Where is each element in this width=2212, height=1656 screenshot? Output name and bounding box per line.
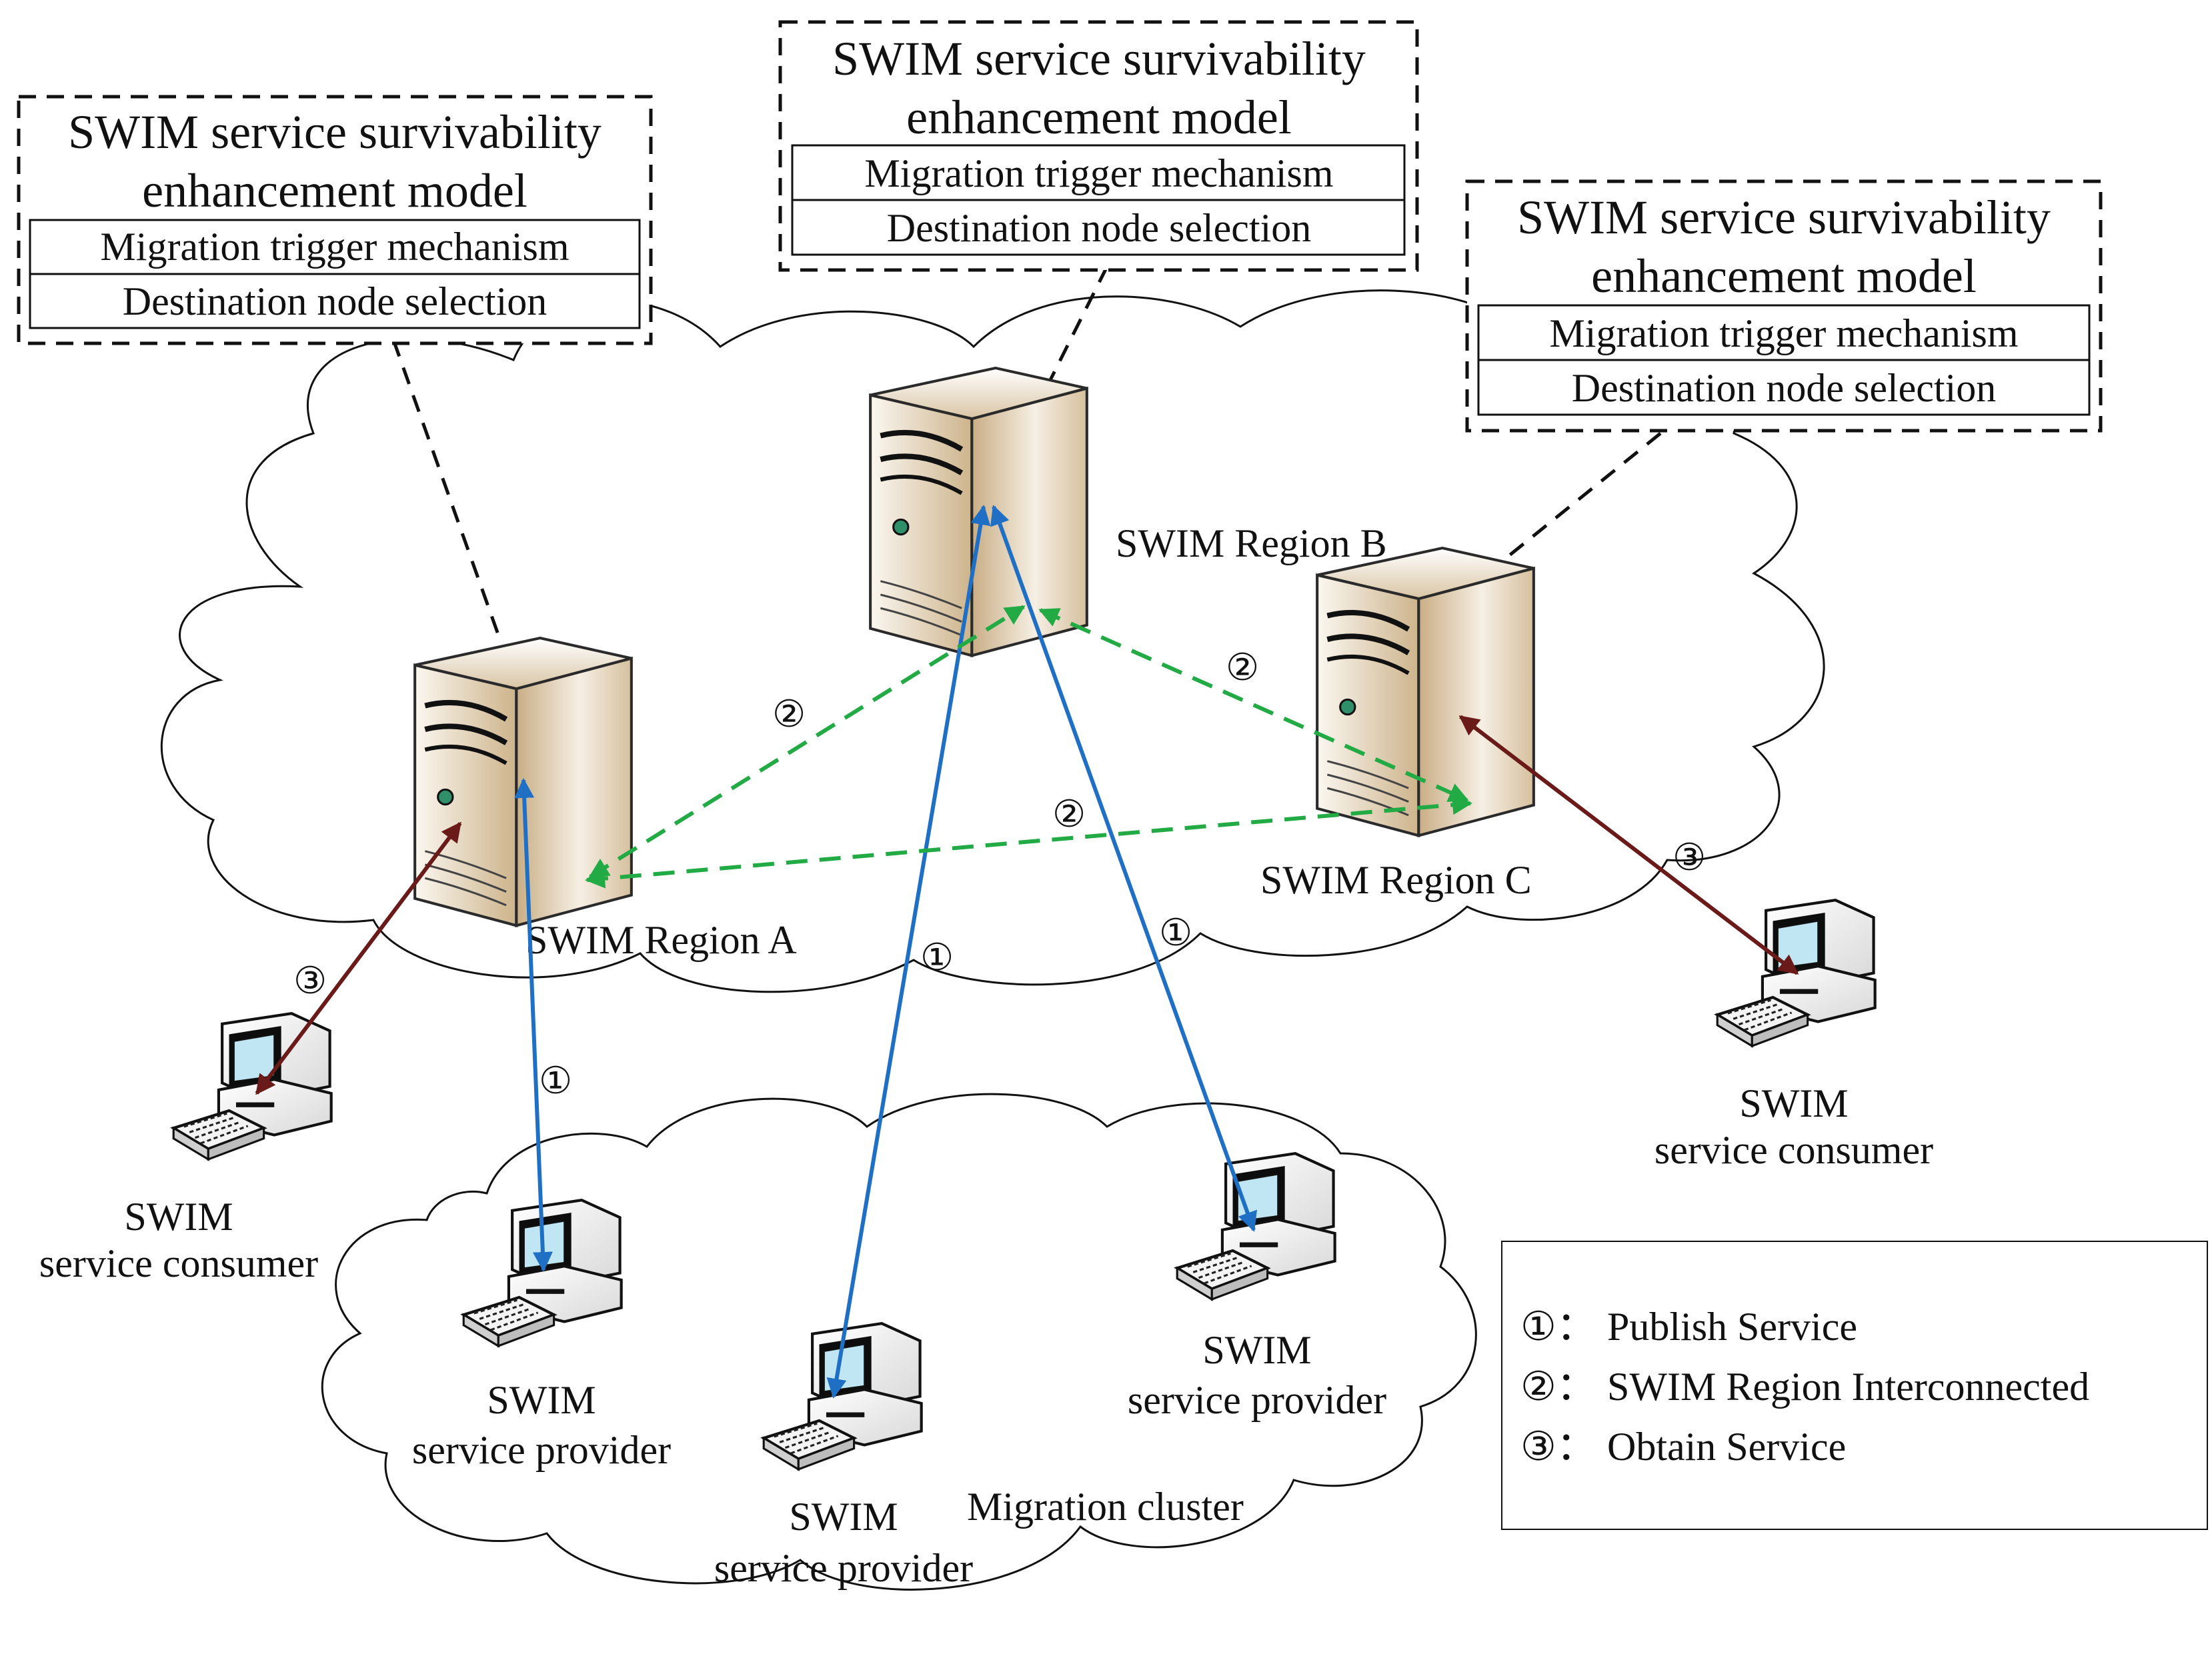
model-box-row-migration-trigger: Migration trigger mechanism bbox=[100, 225, 569, 269]
consumer-right-label-line2: service consumer bbox=[1654, 1128, 1933, 1172]
provider-center-label-line1: SWIM bbox=[789, 1495, 898, 1539]
interconnect-arrow-b-c bbox=[1038, 608, 1469, 802]
marker-publish-left: ① bbox=[539, 1061, 572, 1102]
legend: ①： Publish Service ②： SWIM Region Interc… bbox=[1501, 1241, 2208, 1530]
consumer-left-label-line2: service consumer bbox=[39, 1241, 318, 1285]
legend-text-obtain: Obtain Service bbox=[1607, 1425, 1846, 1469]
model-box-row-migration-trigger: Migration trigger mechanism bbox=[1549, 311, 2018, 355]
model-box-b: SWIM service survivability enhancement m… bbox=[778, 20, 1419, 272]
marker-interconnect-ab: ② bbox=[772, 694, 806, 735]
legend-text-publish: Publish Service bbox=[1607, 1305, 1857, 1349]
publish-arrow-provider-left-to-region-a bbox=[514, 778, 553, 1272]
model-box-row-destination-node: Destination node selection bbox=[887, 206, 1312, 250]
migration-cluster-label: Migration cluster bbox=[967, 1485, 1244, 1529]
legend-text-interconnect: SWIM Region Interconnected bbox=[1607, 1365, 2089, 1409]
interconnect-arrow-a-b bbox=[588, 605, 1026, 879]
consumer-left-computer-icon bbox=[173, 1013, 331, 1159]
marker-publish-right: ① bbox=[1159, 913, 1192, 954]
provider-center-label-line2: service provider bbox=[714, 1546, 973, 1590]
legend-symbol-interconnect: ②： bbox=[1520, 1365, 1596, 1409]
marker-obtain-left: ③ bbox=[293, 961, 327, 1002]
connector-box-a-to-server-a bbox=[391, 339, 502, 641]
model-box-a: SWIM service survivability enhancement m… bbox=[17, 95, 653, 345]
server-region-c-icon bbox=[1317, 548, 1534, 835]
model-box-title-line2: enhancement model bbox=[1591, 249, 1977, 303]
consumer-left-label-line1: SWIM bbox=[124, 1195, 233, 1239]
obtain-arrow-consumer-right-to-region-c bbox=[1458, 715, 1799, 975]
model-box-title-line2: enhancement model bbox=[142, 164, 527, 217]
model-box-title-line1: SWIM service survivability bbox=[68, 105, 602, 159]
connector-box-b-to-server-b bbox=[1038, 265, 1109, 401]
connector-box-c-to-server-c bbox=[1486, 432, 1662, 575]
server-region-b-icon bbox=[870, 368, 1087, 655]
model-box-row-migration-trigger: Migration trigger mechanism bbox=[864, 151, 1333, 195]
model-box-title-line2: enhancement model bbox=[906, 91, 1292, 144]
region-a-label: SWIM Region A bbox=[525, 918, 797, 962]
model-box-row-destination-node: Destination node selection bbox=[1572, 366, 1997, 410]
model-box-row-destination-node: Destination node selection bbox=[123, 279, 547, 323]
provider-left-label-line1: SWIM bbox=[487, 1378, 596, 1422]
consumer-right-label-line1: SWIM bbox=[1739, 1081, 1848, 1125]
model-box-title-line1: SWIM service survivability bbox=[1517, 191, 2051, 244]
provider-left-label-line2: service provider bbox=[412, 1428, 671, 1472]
region-c-label: SWIM Region C bbox=[1260, 858, 1532, 902]
model-box-title-line1: SWIM service survivability bbox=[832, 32, 1366, 85]
interconnect-arrow-a-c bbox=[585, 795, 1472, 889]
legend-symbol-obtain: ③： bbox=[1520, 1425, 1596, 1469]
model-box-c: SWIM service survivability enhancement m… bbox=[1465, 179, 2103, 433]
provider-right-label-line2: service provider bbox=[1128, 1378, 1386, 1422]
marker-publish-center: ① bbox=[920, 937, 954, 979]
legend-symbol-publish: ①： bbox=[1520, 1305, 1596, 1349]
provider-right-label-line1: SWIM bbox=[1202, 1328, 1311, 1372]
marker-obtain-right: ③ bbox=[1673, 837, 1706, 879]
marker-interconnect-bc: ② bbox=[1226, 647, 1259, 689]
obtain-arrow-consumer-left-to-region-a bbox=[255, 821, 462, 1095]
marker-interconnect-ac: ② bbox=[1052, 794, 1086, 835]
region-b-label: SWIM Region B bbox=[1116, 521, 1387, 565]
